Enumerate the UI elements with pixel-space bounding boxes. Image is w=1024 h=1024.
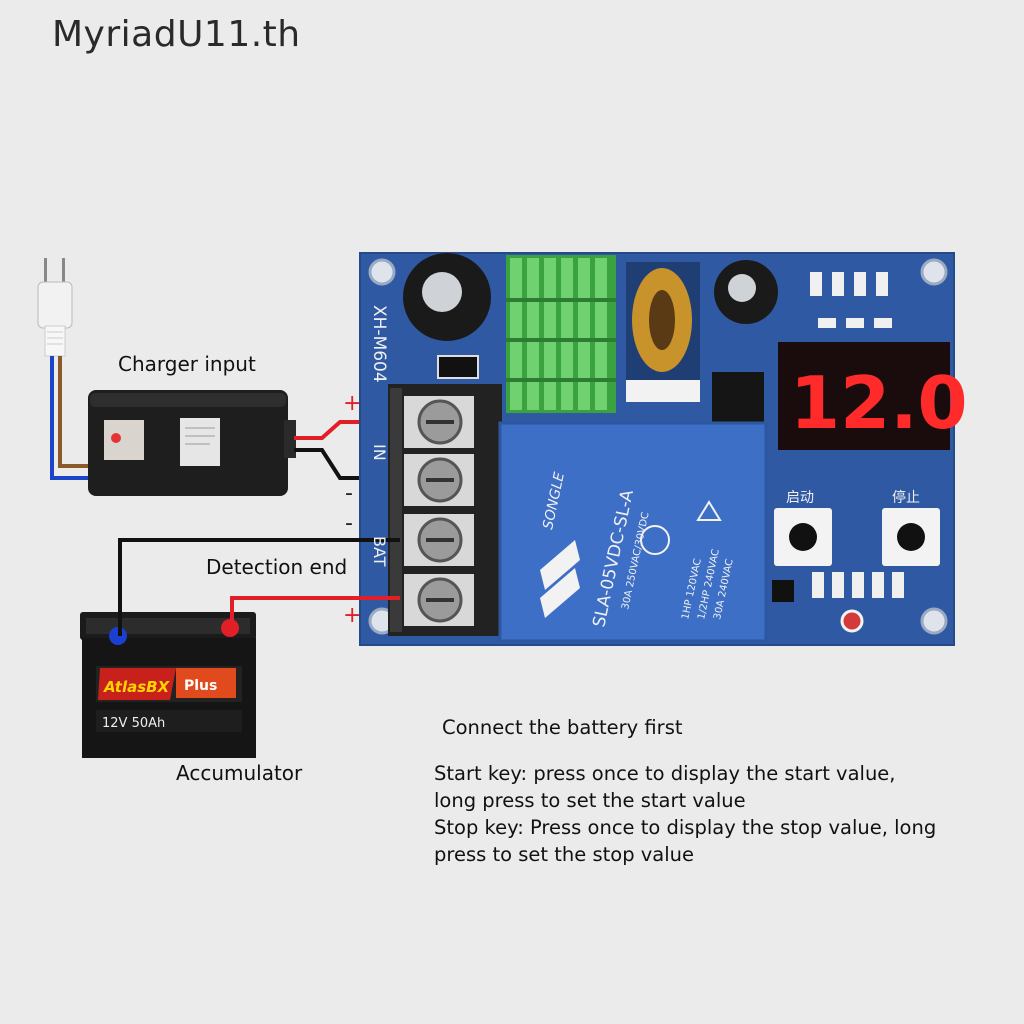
screw-terminal-2	[404, 454, 474, 506]
minus-mark-top: -	[345, 481, 353, 506]
note-connect-first: Connect the battery first	[442, 716, 683, 739]
screw-terminal-1	[404, 396, 474, 448]
stop-key-line-2: press to set the stop value	[434, 843, 695, 866]
watermark: MyriadU11.th	[52, 14, 301, 55]
terminal-in-label: IN	[370, 444, 389, 461]
plus-mark-top: +	[343, 391, 361, 416]
terminal-block	[388, 384, 502, 636]
battery-brand: AtlasBX	[103, 678, 171, 696]
instructions: Start key: press once to display the sta…	[434, 760, 936, 868]
screw-terminal-4	[404, 574, 474, 626]
seven-segment-display	[778, 342, 950, 450]
plus-mark-bottom: +	[343, 603, 361, 628]
accumulator-label: Accumulator	[176, 761, 303, 785]
board-model: XH-M604	[369, 305, 389, 383]
screw-terminal-3	[404, 514, 474, 566]
display-value: 12.0	[790, 361, 968, 445]
power-plug-icon	[37, 258, 73, 357]
battery	[80, 612, 256, 758]
stop-key-line-1: Stop key: Press once to display the stop…	[434, 816, 937, 839]
minus-mark-bottom: -	[345, 511, 353, 536]
relay	[498, 421, 768, 643]
detection-end-label: Detection end	[206, 555, 348, 579]
charger-input-label: Charger input	[118, 352, 256, 376]
start-key-label: 启动	[786, 490, 814, 506]
battery-brand-2: Plus	[184, 678, 217, 694]
start-key-line-1: Start key: press once to display the sta…	[434, 762, 896, 785]
terminal-bat-label: BAT	[370, 536, 389, 567]
battery-spec: 12V 50Ah	[102, 716, 165, 731]
stop-key-label: 停止	[892, 489, 920, 506]
start-key-line-2: long press to set the start value	[434, 789, 746, 812]
charger-adapter	[88, 390, 296, 496]
